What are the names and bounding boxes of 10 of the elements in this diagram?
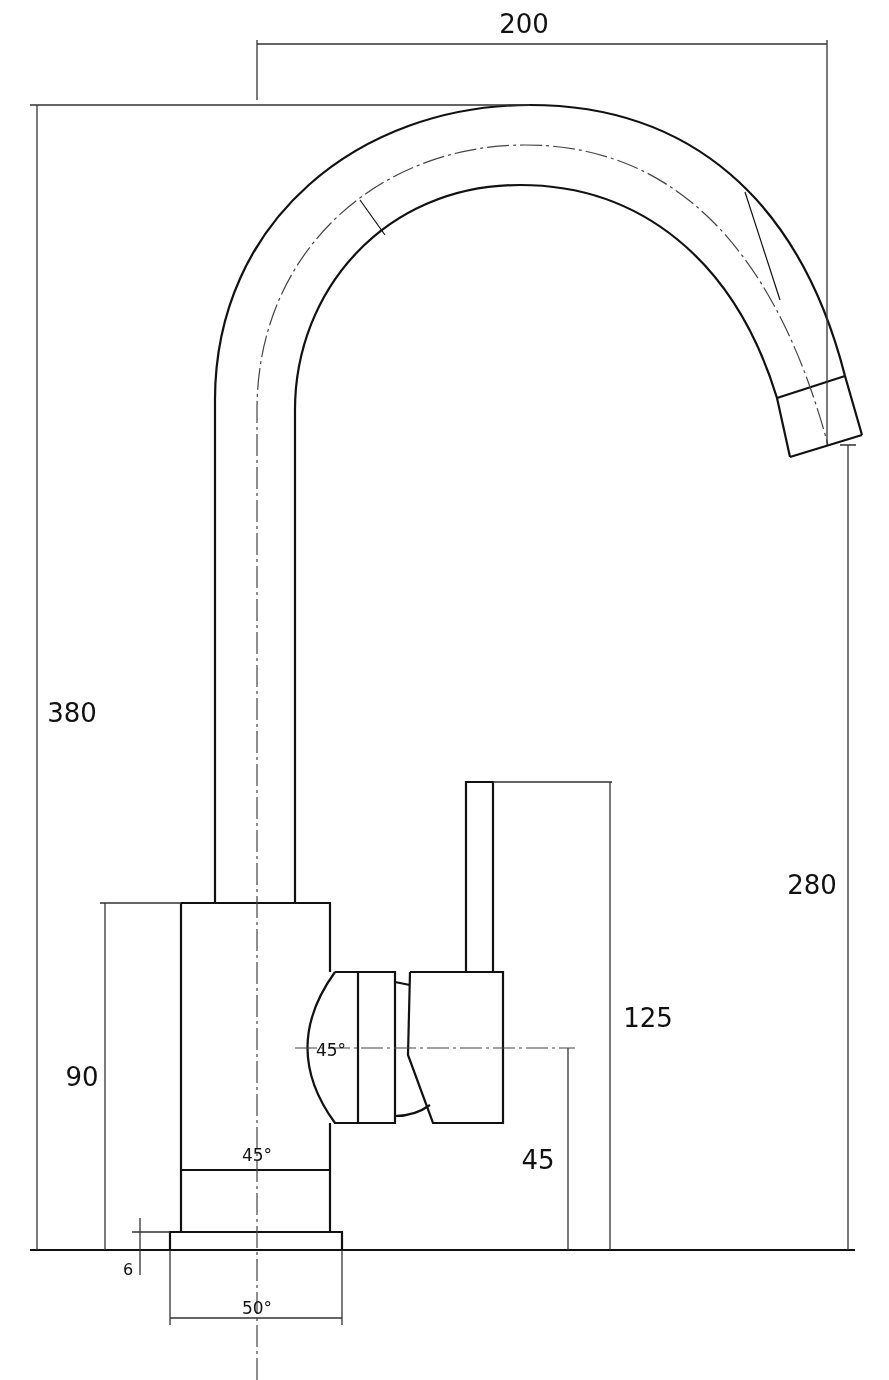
dimension-label: 6 bbox=[122, 1262, 134, 1278]
dimension-label: 45 bbox=[521, 1147, 555, 1173]
dimension-label: 280 bbox=[787, 872, 837, 898]
dimension-label: 200 bbox=[499, 11, 549, 37]
dimension-label: 90 bbox=[65, 1064, 99, 1090]
dimension-label: 50° bbox=[241, 1299, 273, 1317]
dimension-label: 380 bbox=[47, 700, 97, 726]
dimension-label: 45° bbox=[315, 1041, 347, 1059]
dimension-label: 125 bbox=[623, 1005, 673, 1031]
dimension-label: 45° bbox=[241, 1146, 273, 1164]
